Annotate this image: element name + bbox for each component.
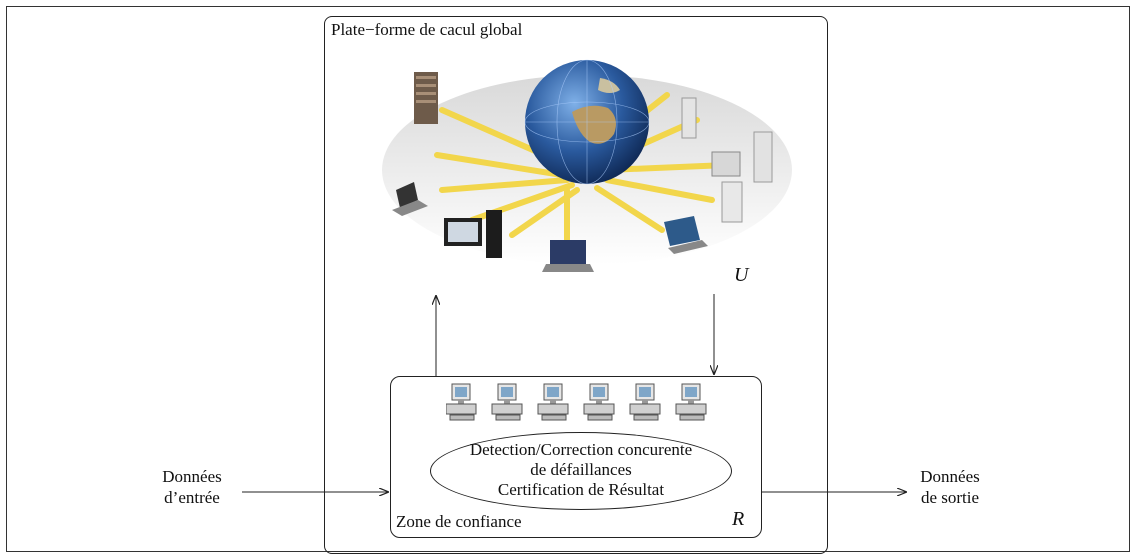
desktop-computer-icon bbox=[711, 131, 773, 223]
laptop-icon bbox=[664, 216, 708, 254]
platform-symbol: U bbox=[734, 264, 749, 286]
desktop-computer-icon bbox=[675, 383, 707, 421]
laptop-icon bbox=[392, 182, 428, 216]
server-icon bbox=[414, 72, 438, 124]
global-network-illustration bbox=[382, 59, 792, 272]
desktop-computer-icon bbox=[491, 383, 523, 421]
trusted-computers bbox=[446, 383, 707, 421]
output-data-label: Données de sortie bbox=[908, 466, 992, 508]
function-line: de défaillances bbox=[530, 460, 632, 479]
detection-correction-text: Detection/Correction concurente de défai… bbox=[430, 440, 732, 500]
global-computing-platform bbox=[324, 16, 828, 554]
output-label-line: de sortie bbox=[920, 488, 980, 507]
input-label-line: Données bbox=[162, 467, 222, 486]
function-line: Detection/Correction concurente bbox=[469, 440, 693, 459]
desktop-computer-icon bbox=[446, 383, 477, 421]
trust-zone-label: Zone de confiance bbox=[396, 512, 522, 531]
input-data-label: Données d’entrée bbox=[150, 466, 234, 508]
server-icon bbox=[681, 97, 697, 139]
function-line: Certification de Résultat bbox=[497, 480, 665, 499]
detection-correction-ellipse bbox=[430, 432, 732, 510]
desktop-computer-icon bbox=[629, 383, 661, 421]
desktop-computer-icon bbox=[583, 383, 615, 421]
laptop-icon bbox=[542, 240, 594, 272]
output-label-line: Données bbox=[920, 467, 980, 486]
outer-frame bbox=[6, 6, 1130, 552]
desktop-computer-icon bbox=[444, 210, 502, 258]
trust-zone-symbol: R bbox=[732, 508, 745, 530]
platform-label: Plate−forme de cacul global bbox=[331, 20, 523, 39]
input-label-line: d’entrée bbox=[164, 488, 220, 507]
desktop-computer-icon bbox=[537, 383, 569, 421]
globe-icon bbox=[524, 59, 650, 185]
